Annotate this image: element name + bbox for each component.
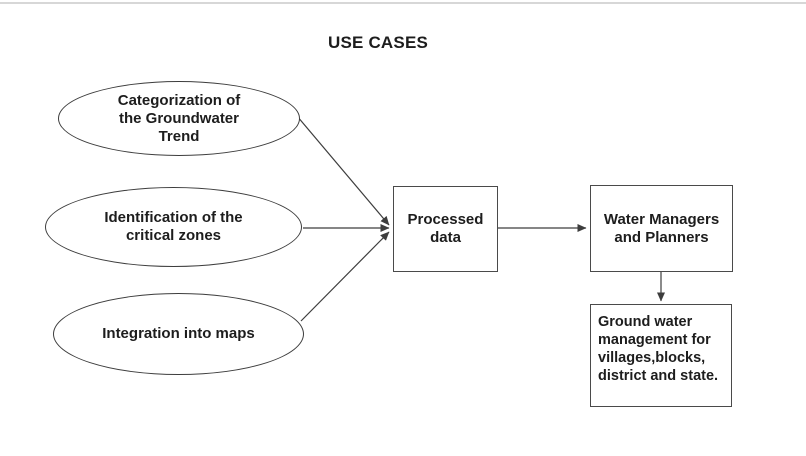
arrow-categorization-to-processed — [296, 115, 390, 226]
groundwater-management-label: Ground water management for villages,blo… — [598, 314, 719, 384]
water-managers-box: Water Managers and Planners — [590, 185, 733, 272]
usecase-ellipse-integration: Integration into maps — [53, 293, 304, 375]
arrow-integration-to-processed — [300, 231, 390, 322]
usecase-ellipse-categorization: Categorization of the Groundwater Trend — [58, 81, 300, 156]
usecase-ellipse-identification: Identification of the critical zones — [45, 187, 302, 267]
usecase-label: Identification of the critical zones — [104, 209, 243, 244]
usecase-label: Categorization of the Groundwater Trend — [117, 91, 241, 145]
processed-data-label: Processed data — [407, 211, 484, 246]
groundwater-management-box: Ground water management for villages,blo… — [590, 304, 732, 407]
processed-data-box: Processed data — [393, 186, 498, 272]
diagram-title: USE CASES — [327, 33, 429, 52]
water-managers-label: Water Managers and Planners — [603, 210, 720, 246]
top-divider — [0, 2, 806, 4]
usecase-label: Integration into maps — [102, 325, 255, 342]
